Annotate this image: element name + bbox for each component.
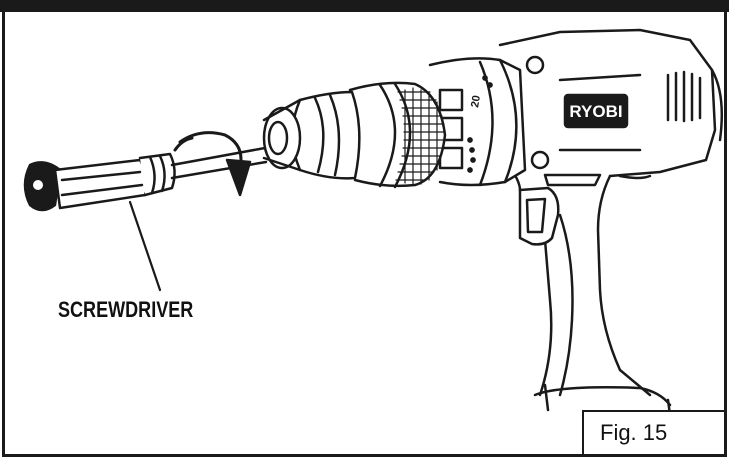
leader-line xyxy=(128,200,162,292)
drill-body xyxy=(498,28,724,417)
figure-number: Fig. 15 xyxy=(600,420,668,445)
screwdriver xyxy=(23,146,268,212)
rotation-arrow xyxy=(173,131,252,197)
chuck xyxy=(262,81,447,189)
screwdriver-callout-label: SCREWDRIVER xyxy=(58,297,194,322)
figure-number-box xyxy=(582,410,724,454)
top-bar xyxy=(0,0,729,12)
brand-logo-text: RYOBI xyxy=(569,102,622,121)
clutch-dial-number: 20 xyxy=(469,94,483,108)
clutch-collar xyxy=(428,57,527,187)
